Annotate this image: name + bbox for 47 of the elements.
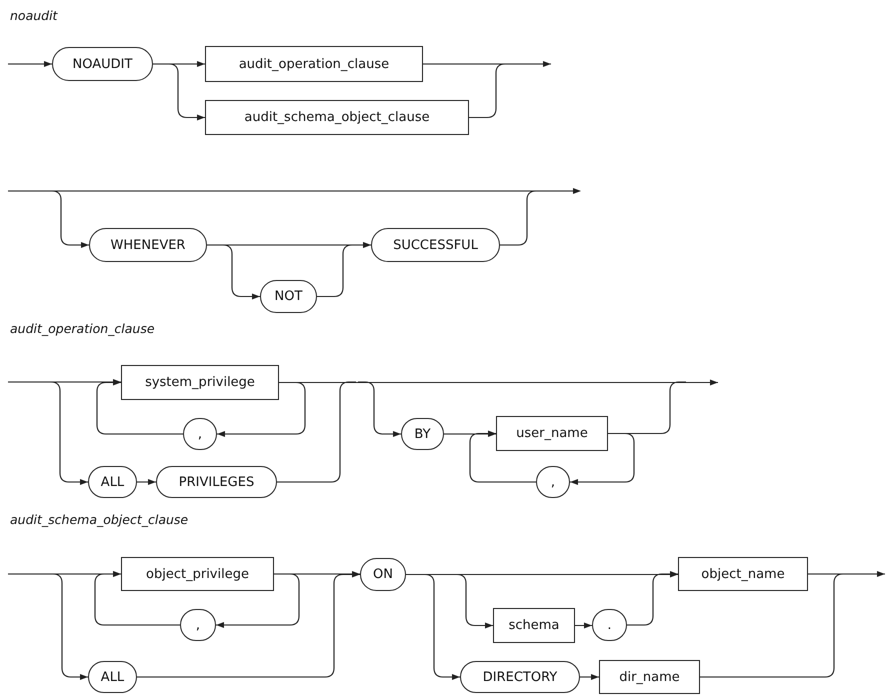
connector-arrow <box>627 571 678 626</box>
connector-arrow <box>317 242 371 298</box>
connector-arrow <box>274 571 360 577</box>
keyword-pill: , <box>180 609 216 641</box>
keyword-pill: ALL <box>88 661 137 693</box>
connector-line <box>469 63 512 118</box>
connector-arrow <box>216 573 300 628</box>
connector-arrow <box>153 63 205 120</box>
keyword-pill: NOT <box>260 280 317 313</box>
connector-arrow <box>469 430 536 483</box>
keyword-pill: WHENEVER <box>89 228 207 262</box>
connector-line <box>500 190 543 246</box>
keyword-pill: NOAUDIT <box>52 47 153 81</box>
connector-arrow <box>137 572 360 678</box>
keyword-pill: PRIVILEGES <box>156 466 277 498</box>
keyword-pill: . <box>592 609 627 641</box>
connector-arrow <box>444 431 496 437</box>
connector-arrow <box>96 380 183 435</box>
section-heading: audit_schema_object_clause <box>10 512 188 527</box>
connector-arrow <box>808 571 885 577</box>
connector-arrow <box>570 432 635 485</box>
section-heading: audit_operation_clause <box>10 321 155 336</box>
connector-arrow <box>207 244 260 300</box>
keyword-pill: BY <box>401 418 444 450</box>
connector-arrow <box>44 573 88 680</box>
connector-arrow <box>423 61 551 67</box>
keyword-pill: DIRECTORY <box>460 661 580 693</box>
connector-arrow <box>8 379 121 385</box>
keyword-pill: ON <box>360 558 406 591</box>
connector-line <box>700 573 850 678</box>
connector-arrow <box>406 574 460 680</box>
connector-arrow <box>575 622 592 628</box>
connector-line <box>608 381 686 434</box>
connector-arrow <box>580 674 599 680</box>
keyword-pill: ALL <box>88 466 137 498</box>
connector-arrow <box>44 381 88 485</box>
keyword-pill: , <box>536 466 570 498</box>
connector-arrow <box>358 381 401 437</box>
section-heading: noaudit <box>10 8 58 23</box>
connector-arrow <box>94 571 180 626</box>
connector-arrow <box>8 61 52 67</box>
connector-arrow <box>217 382 306 437</box>
keyword-pill: SUCCESSFUL <box>371 228 500 262</box>
connector-arrow <box>137 479 156 485</box>
keyword-pill: , <box>183 418 217 450</box>
connector-line <box>277 381 356 483</box>
connector-arrow <box>45 190 89 248</box>
